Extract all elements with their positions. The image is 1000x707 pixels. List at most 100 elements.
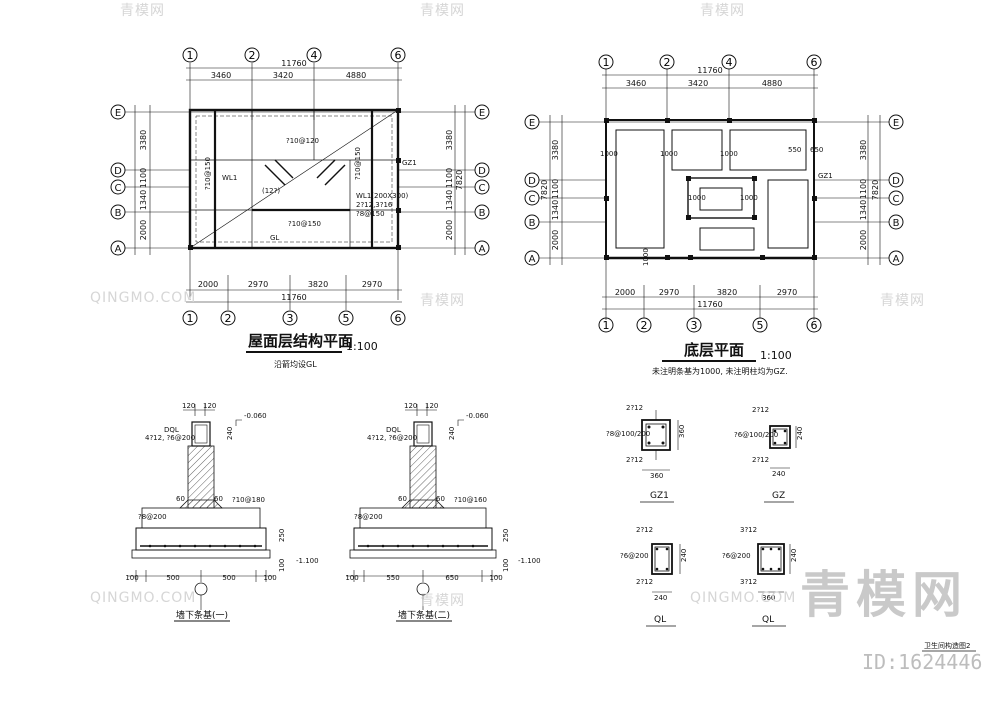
beam-label: (12?) — [262, 187, 280, 195]
detail-title: 墙下条基(一) — [176, 609, 228, 621]
slab-label: ?10@150 — [354, 147, 362, 180]
dimension-total: 7820 — [871, 180, 880, 200]
dimension: 240 — [772, 470, 785, 478]
elevation-label: -1.100 — [296, 557, 319, 565]
plan-scale: 1:100 — [760, 349, 792, 362]
elevation-label: -1.100 — [518, 557, 541, 565]
dimension: 3380 — [859, 140, 868, 160]
dimension: 650 — [810, 146, 823, 154]
row-axis-label: D — [478, 166, 486, 177]
row-axis-label: A — [529, 254, 536, 265]
foundation-detail-2: 120 120 -0.060 DQL 4?12, ?6@200 240 60 6… — [345, 402, 541, 622]
watermark-brand: 青模网 — [420, 293, 465, 309]
row-axis-label: E — [479, 108, 485, 119]
dimension: 500 — [166, 574, 179, 582]
section-gz1: 2?12 ?8@100/200 2?12 360 360 GZ1 — [606, 404, 686, 503]
foundation-detail-1: 120 120 -0.060 DQL 4?12, ?6@200 240 60 6… — [125, 402, 319, 622]
dimension: 1100 — [139, 168, 148, 188]
dimension-total: 11760 — [697, 66, 722, 75]
roof-top-axes: 1 2 4 6 — [182, 47, 406, 63]
dimension: 2000 — [198, 280, 218, 289]
detail-title: 墙下条基(二) — [398, 609, 450, 621]
watermark-brand-en: QINGMO.COM — [90, 290, 197, 306]
axis-label: 3 — [287, 312, 294, 325]
dimension: 1000 — [740, 194, 758, 202]
dimension: 1100 — [445, 168, 454, 188]
dimension: 2970 — [659, 288, 679, 297]
rebar-label: ?6@200 — [620, 552, 649, 560]
row-axis-label: D — [114, 166, 122, 177]
dimension: 550 — [788, 146, 801, 154]
dimension: 3460 — [211, 71, 231, 80]
dimension-total: 7820 — [455, 170, 464, 190]
rebar-label: ?8@200 — [138, 513, 167, 521]
axis-label: 5 — [343, 312, 350, 325]
row-axis-label: A — [479, 244, 486, 255]
dimension: 3380 — [139, 130, 148, 150]
dimension: 60 — [176, 495, 185, 503]
dimension: 500 — [222, 574, 235, 582]
beam-label: GZ1 — [402, 159, 417, 167]
axis-label: 2 — [225, 312, 232, 325]
watermark-brand-en: QINGMO.COM — [90, 590, 197, 606]
dimension: 1000 — [600, 150, 618, 158]
watermark-brand: 青模网 — [420, 3, 465, 19]
axis-label: 4 — [726, 56, 733, 69]
rebar-label: 3?12 — [740, 578, 757, 586]
plan-scale: 1:100 — [346, 340, 378, 353]
dimension: 4880 — [346, 71, 366, 80]
rebar-label: ?6@100/200 — [734, 431, 778, 439]
rebar-label: 4?12, ?6@200 — [367, 434, 417, 442]
dimension: 240 — [680, 549, 688, 562]
dimension: 240 — [448, 427, 456, 440]
slab-label: ?10@120 — [286, 137, 319, 145]
dimension: 1100 — [551, 179, 560, 199]
beam-label: WL1 — [222, 174, 237, 182]
rebar-label: ?8@200 — [354, 513, 383, 521]
dimension: 100 — [489, 574, 502, 582]
dimension: 3820 — [717, 288, 737, 297]
dimension: 1000 — [688, 194, 706, 202]
dimension-total: 7820 — [540, 180, 549, 200]
dimension: 3820 — [308, 280, 328, 289]
dimension: 120 — [182, 402, 195, 410]
dimension: 1340 — [551, 200, 560, 220]
dimension: 60 — [436, 495, 445, 503]
dimension: 1340 — [445, 190, 454, 210]
watermark-logo-text: 青模网 — [800, 566, 968, 624]
section-name: QL — [762, 615, 774, 625]
axis-label: 1 — [603, 56, 610, 69]
column-label: GZ1 — [818, 172, 833, 180]
dimension: 1100 — [859, 179, 868, 199]
dimension: 2000 — [859, 230, 868, 250]
dimension: 3420 — [273, 71, 293, 80]
axis-label: 1 — [187, 312, 194, 325]
dimension: 100 — [278, 559, 286, 572]
rebar-label: 2?12 — [752, 406, 769, 414]
beam-label: GL — [270, 234, 279, 242]
axis-label: 5 — [757, 319, 764, 332]
dimension: 1000 — [642, 248, 650, 266]
row-axis-label: C — [529, 194, 536, 205]
rebar-label: 2?12 — [636, 526, 653, 534]
axis-label: 2 — [249, 49, 256, 62]
dimension-total: 11760 — [281, 59, 306, 68]
row-axis-label: B — [115, 208, 122, 219]
watermark-brand: 青模网 — [880, 293, 925, 309]
dimension: 100 — [502, 559, 510, 572]
row-axis-label: C — [893, 194, 900, 205]
dimension: 360 — [762, 594, 775, 602]
section-name: GZ — [772, 491, 785, 501]
elevation-label: -0.060 — [244, 412, 267, 420]
dimension: 240 — [796, 427, 804, 440]
roof-plan: 1 2 4 6 11760 3460 3420 4880 — [110, 47, 490, 369]
section-ql-1: 2?12 ?6@200 2?12 240 240 QL — [620, 526, 688, 627]
row-axis-label: A — [115, 244, 122, 255]
row-axis-label: B — [479, 208, 486, 219]
elevation-label: -0.060 — [466, 412, 489, 420]
rebar-label: 4?12, ?6@200 — [145, 434, 195, 442]
row-axis-label: D — [892, 176, 900, 187]
dimension: 240 — [790, 549, 798, 562]
dimension: 2970 — [248, 280, 268, 289]
